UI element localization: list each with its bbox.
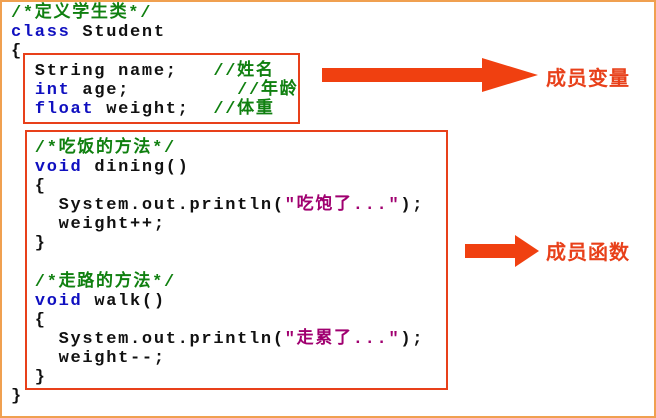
code-text: }: [11, 387, 23, 406]
code-keyword: void: [34, 292, 83, 311]
code-text: {: [11, 177, 47, 196]
code-line: /*吃饭的方法*/: [11, 139, 176, 158]
code-string: "吃饱了...": [284, 196, 401, 215]
code-line: /*定义学生类*/: [11, 4, 152, 23]
code-keyword: int: [34, 81, 71, 100]
member-functions-box: [25, 130, 448, 390]
code-line: {: [11, 177, 47, 196]
code-text: age;: [70, 81, 238, 100]
member-variables-box: [23, 53, 300, 124]
code-text: walk(): [82, 292, 166, 311]
code-line: System.out.println("吃饱了...");: [11, 196, 424, 215]
code-text: {: [11, 42, 23, 61]
member-functions-label: 成员函数: [546, 240, 630, 264]
code-text: weight;: [94, 100, 214, 119]
code-line: }: [11, 234, 47, 253]
code-line: }: [11, 368, 47, 387]
code-keyword: void: [34, 158, 83, 177]
code-text: dining(): [82, 158, 190, 177]
code-line: void walk(): [11, 292, 166, 311]
code-keyword: float: [34, 100, 95, 119]
code-comment: //年龄: [237, 81, 299, 100]
code-line: System.out.println("走累了...");: [11, 330, 424, 349]
code-line: {: [11, 42, 23, 61]
code-line: weight--;: [11, 349, 166, 368]
code-comment: //姓名: [213, 62, 275, 81]
code-text: }: [11, 234, 47, 253]
code-text: weight--;: [11, 349, 166, 368]
code-line: /*走路的方法*/: [11, 273, 176, 292]
member-variables-label: 成员变量: [546, 66, 630, 90]
code-keyword: class: [11, 23, 71, 42]
code-line: weight++;: [11, 215, 166, 234]
code-line: {: [11, 311, 47, 330]
code-text: System.out.println(: [11, 196, 285, 215]
code-text: }: [11, 368, 47, 387]
code-comment: /*吃饭的方法*/: [11, 139, 176, 158]
code-text: );: [400, 196, 425, 215]
code-comment: /*走路的方法*/: [11, 273, 176, 292]
arrow-right-icon: [322, 58, 538, 92]
code-text: );: [400, 330, 425, 349]
code-line: float weight; //体重: [11, 100, 275, 119]
code-text: String name;: [11, 62, 214, 81]
code-line: String name; //姓名: [11, 62, 275, 81]
code-string: "走累了...": [284, 330, 401, 349]
code-text: Student: [70, 23, 166, 42]
code-text: weight++;: [11, 215, 166, 234]
code-line: }: [11, 387, 23, 406]
code-line: void dining(): [11, 158, 190, 177]
code-line: class Student: [11, 23, 166, 42]
code-line: int age; //年龄: [11, 81, 298, 100]
code-text: {: [11, 311, 47, 330]
arrow-right-icon: [465, 235, 539, 267]
code-comment: /*定义学生类*/: [11, 4, 153, 23]
code-text: System.out.println(: [11, 330, 285, 349]
code-comment: //体重: [213, 100, 275, 119]
